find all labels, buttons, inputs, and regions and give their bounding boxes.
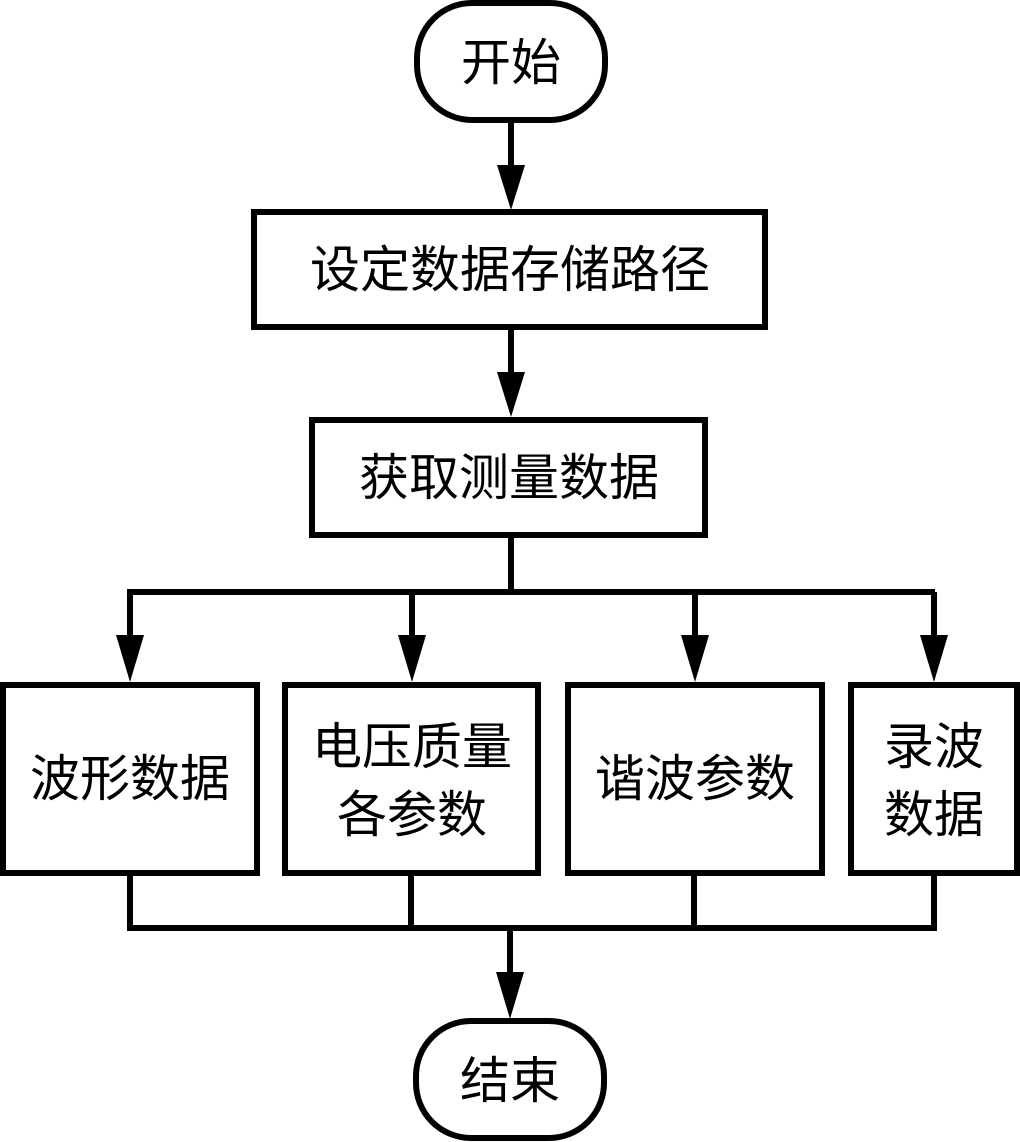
terminal-start-shape: [414, 0, 608, 123]
node-start-label: 开始: [461, 34, 561, 92]
arrowhead-voltage-quality: [398, 635, 426, 682]
terminal-end-shape: [413, 1018, 607, 1141]
node-recording: 录波 数据: [848, 682, 1020, 876]
node-set-path-label: 设定数据存储路径: [310, 241, 710, 299]
arrowhead-harmonic: [681, 635, 709, 682]
node-harmonic-label: 谐波参数: [595, 750, 795, 808]
node-voltage-quality-label-line1: 电压质量: [312, 718, 512, 776]
node-waveform-label: 波形数据: [30, 750, 230, 808]
process-set-path-shape: [251, 209, 768, 330]
node-set-path: 设定数据存储路径: [251, 209, 768, 330]
node-voltage-quality: 电压质量 各参数: [282, 682, 541, 876]
node-recording-label-line1: 录波: [884, 718, 984, 776]
process-get-data-shape: [309, 417, 708, 538]
node-get-data: 获取测量数据: [309, 417, 708, 538]
node-recording-label-line2: 数据: [884, 786, 984, 844]
arrowhead-end: [496, 972, 524, 1019]
node-harmonic: 谐波参数: [565, 682, 825, 876]
process-waveform-shape: [0, 682, 260, 876]
node-start: 开始: [414, 0, 608, 123]
node-end: 结束: [413, 1018, 607, 1141]
arrowhead-recording: [920, 635, 948, 682]
process-harmonic-shape: [565, 682, 825, 876]
arrowhead-waveform: [116, 635, 144, 682]
node-get-data-label: 获取测量数据: [359, 449, 659, 507]
node-voltage-quality-label-line2: 各参数: [337, 786, 487, 844]
connectors: [116, 122, 948, 1019]
node-end-label: 结束: [460, 1052, 560, 1110]
node-waveform: 波形数据: [0, 682, 260, 876]
process-voltage-quality-shape: [282, 682, 541, 876]
process-recording-shape: [848, 682, 1020, 876]
arrowhead-set-path: [497, 165, 525, 210]
arrowhead-get-data: [497, 372, 525, 417]
